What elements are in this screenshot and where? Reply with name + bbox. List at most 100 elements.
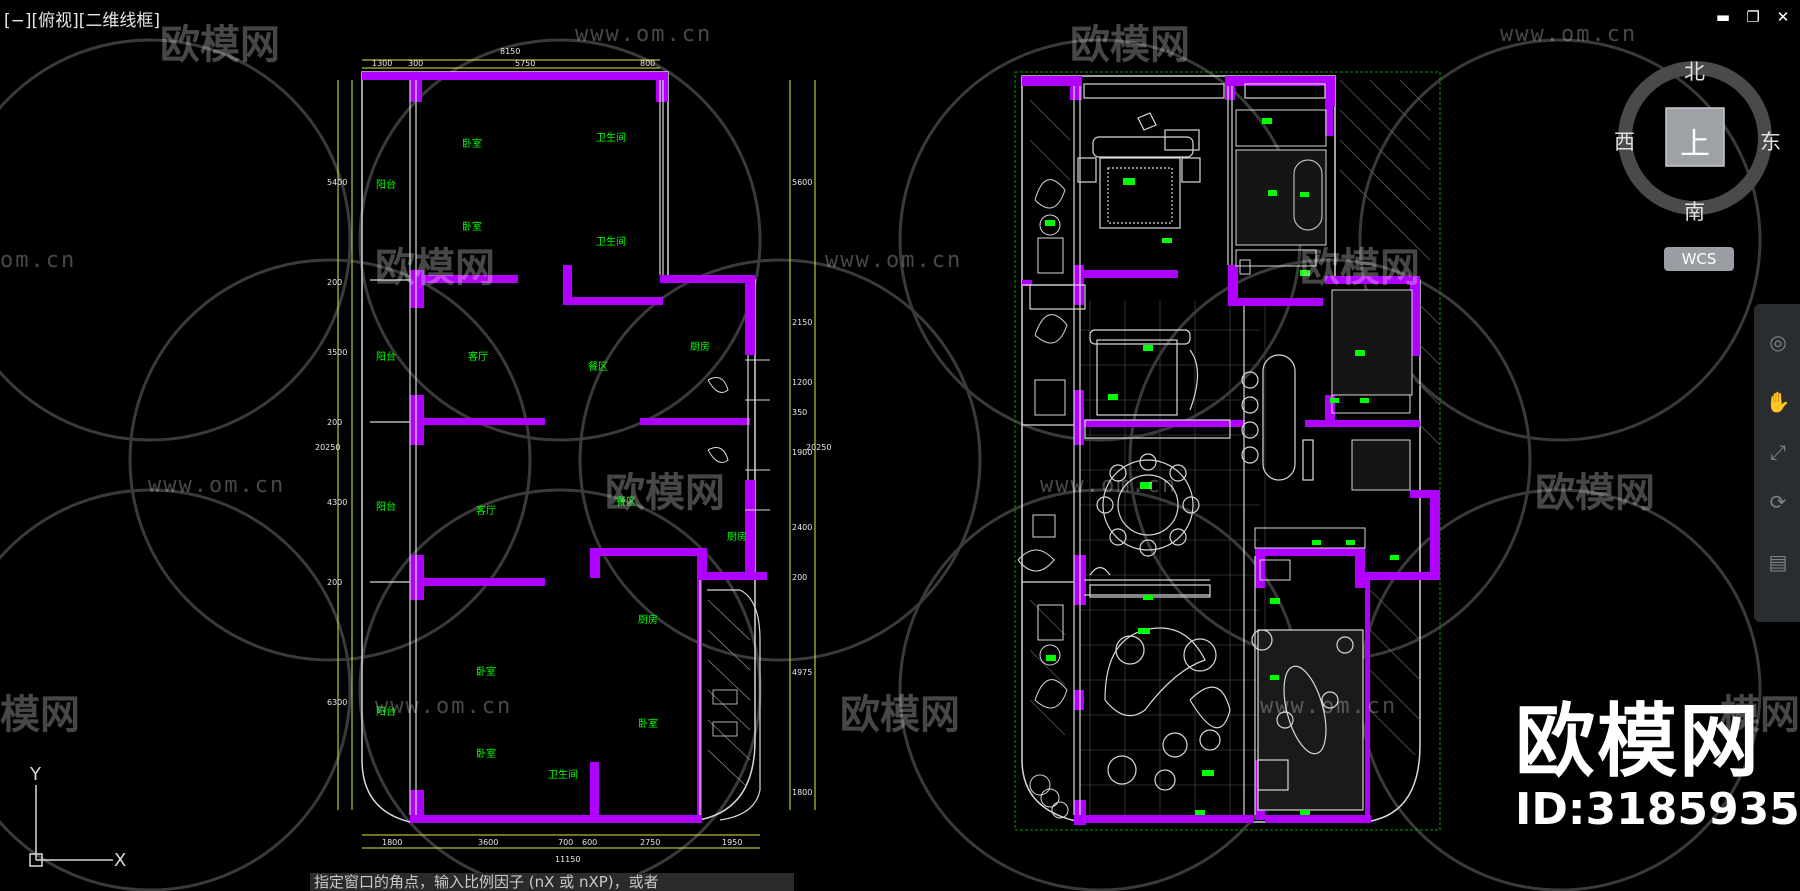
watermark-logo: 欧模网: [160, 22, 280, 68]
room-label: 客厅: [476, 504, 496, 517]
left-floor-plan[interactable]: 8150 1300 300 5750 800 11150 1800 3600 7…: [315, 47, 831, 864]
watermark-url: www.om.cn: [1040, 473, 1178, 498]
dim-left-5: 4300: [327, 498, 347, 507]
left-plan-balcony-hatch: [707, 599, 751, 786]
left-plan-room-labels: 卧室 卫生间 阳台 卧室 卫生间 阳台 客厅 餐区 厨房 阳台 客厅 餐区 厨房…: [376, 131, 747, 781]
dim-right-1: 5600: [792, 178, 812, 187]
round-dining-table: [1096, 453, 1200, 557]
viewcube[interactable]: 北 南 西 东 上: [1610, 48, 1800, 288]
command-line[interactable]: 指定窗口的角点，输入比例因子 (nX 或 nXP)，或者: [310, 873, 794, 891]
viewcube-east[interactable]: 东: [1760, 130, 1781, 154]
orbit-icon[interactable]: ⟳: [1769, 490, 1787, 514]
dim-left-2: 200: [327, 278, 342, 287]
floor-tile-grid: [1080, 300, 1266, 820]
right-plan-interior-lines: [1022, 83, 1326, 815]
east-balcony-hatch: [1029, 79, 1441, 756]
dim-bottom-total: 11150: [555, 855, 580, 864]
close-icon[interactable]: ✕: [1776, 8, 1790, 26]
room-label: 卧室: [462, 220, 482, 233]
watermark-url: www.om.cn: [1260, 694, 1398, 719]
watermark-logo: 欧模网: [1535, 470, 1655, 516]
zoom-extents-icon[interactable]: ⤢: [1770, 440, 1786, 464]
dim-top-2: 300: [408, 59, 423, 68]
showmotion-icon[interactable]: ▤: [1768, 550, 1788, 574]
watermark-logo-fragment: 模网: [1720, 692, 1800, 738]
room-label: 餐区: [616, 495, 636, 508]
viewcube-north[interactable]: 北: [1684, 60, 1705, 84]
watermark-logo: 欧模网: [605, 470, 725, 516]
dim-right-3: 1200: [792, 378, 812, 387]
pan-hand-icon[interactable]: ✋: [1765, 390, 1791, 414]
kitchen-island: [1241, 354, 1314, 481]
steering-wheel-icon[interactable]: ◎: [1769, 330, 1787, 354]
watermark-url: www.om.cn: [575, 22, 713, 47]
dim-top-total: 8150: [500, 47, 520, 56]
dim-top-3: 5750: [515, 59, 535, 68]
room-label: 客厅: [468, 350, 488, 363]
study-oval-table: [1251, 629, 1364, 811]
left-plan-interior-lines: [370, 80, 761, 821]
watermark-logo: 欧模网: [1070, 22, 1190, 68]
left-plan-dimension-texts: 8150 1300 300 5750 800 11150 1800 3600 7…: [315, 47, 831, 864]
dim-left-total: 20250: [315, 443, 340, 452]
watermark-logo: 欧模网: [840, 692, 960, 738]
dim-top-1: 1300: [372, 59, 392, 68]
wcs-menu-button[interactable]: WCS: [1664, 247, 1734, 271]
watermark-url: www.om.cn: [148, 473, 286, 498]
dim-right-8: 4975: [792, 668, 812, 677]
watermark-logo: 欧模网: [1300, 245, 1420, 291]
dim-bottom-4: 600: [582, 838, 597, 847]
dim-right-4: 350: [792, 408, 807, 417]
room-label: 阳台: [376, 705, 396, 718]
dim-bottom-5: 2750: [640, 838, 660, 847]
east-kitchen: [1254, 289, 1413, 581]
dim-bottom-2: 3600: [478, 838, 498, 847]
watermark-logo: 欧模网: [375, 245, 495, 291]
right-floor-plan-furnished[interactable]: [1014, 71, 1441, 831]
ucs-icon: Y X: [29, 764, 126, 871]
left-plan-dimension-lines: [337, 59, 816, 849]
viewcube-south[interactable]: 南: [1684, 200, 1705, 224]
room-label: 卧室: [638, 717, 658, 730]
dim-right-7: 200: [792, 573, 807, 582]
viewcube-compass-ring[interactable]: [1610, 48, 1800, 248]
room-label: 阳台: [376, 350, 396, 363]
restore-icon[interactable]: ❐: [1746, 8, 1760, 26]
dim-right-total: 20250: [806, 443, 831, 452]
dim-right-5: 1900: [792, 448, 812, 457]
dim-bottom-3: 700: [558, 838, 573, 847]
brand-block: 欧模网 ID:3185935: [1515, 700, 1800, 836]
room-label: 卫生间: [596, 235, 626, 248]
dim-bottom-6: 1950: [722, 838, 742, 847]
viewcube-west[interactable]: 西: [1614, 130, 1635, 154]
background-watermark-circles: [0, 38, 1762, 891]
room-label: 卧室: [462, 137, 482, 150]
room-label: 阳台: [376, 178, 396, 191]
ucs-y-label: Y: [29, 764, 42, 785]
watermark-url: www.om.cn: [375, 694, 513, 719]
watermark-logo-fragment: 模网: [0, 692, 80, 738]
viewport-label[interactable]: [−][俯视][二维线框]: [4, 11, 161, 31]
dim-bottom-1: 1800: [382, 838, 402, 847]
ensuite-bath: [1235, 109, 1327, 275]
furniture-tags: [1045, 118, 1399, 815]
dim-left-6: 200: [327, 578, 342, 587]
dim-left-3: 3500: [327, 348, 347, 357]
site-boundary: [1014, 71, 1441, 831]
ucs-x-label: X: [114, 850, 126, 871]
room-label: 卧室: [476, 665, 496, 678]
living-sofa-set: [1089, 566, 1231, 791]
navigation-bar: ◎ ✋ ⤢ ⟳ ▤: [1754, 304, 1800, 622]
room-label: 厨房: [690, 340, 710, 353]
minimize-icon[interactable]: ▬: [1715, 8, 1731, 26]
room-label: 厨房: [727, 530, 747, 543]
master-bed: [1077, 112, 1201, 229]
watermark-url: www.om.cn: [1500, 22, 1638, 47]
viewcube-top-face[interactable]: 上: [1680, 127, 1710, 162]
room-label: 卫生间: [548, 768, 578, 781]
room-label: 卫生间: [596, 131, 626, 144]
left-plan-doors: [707, 359, 770, 511]
left-plan-walls: [362, 72, 767, 823]
room-label: 餐区: [588, 360, 608, 373]
